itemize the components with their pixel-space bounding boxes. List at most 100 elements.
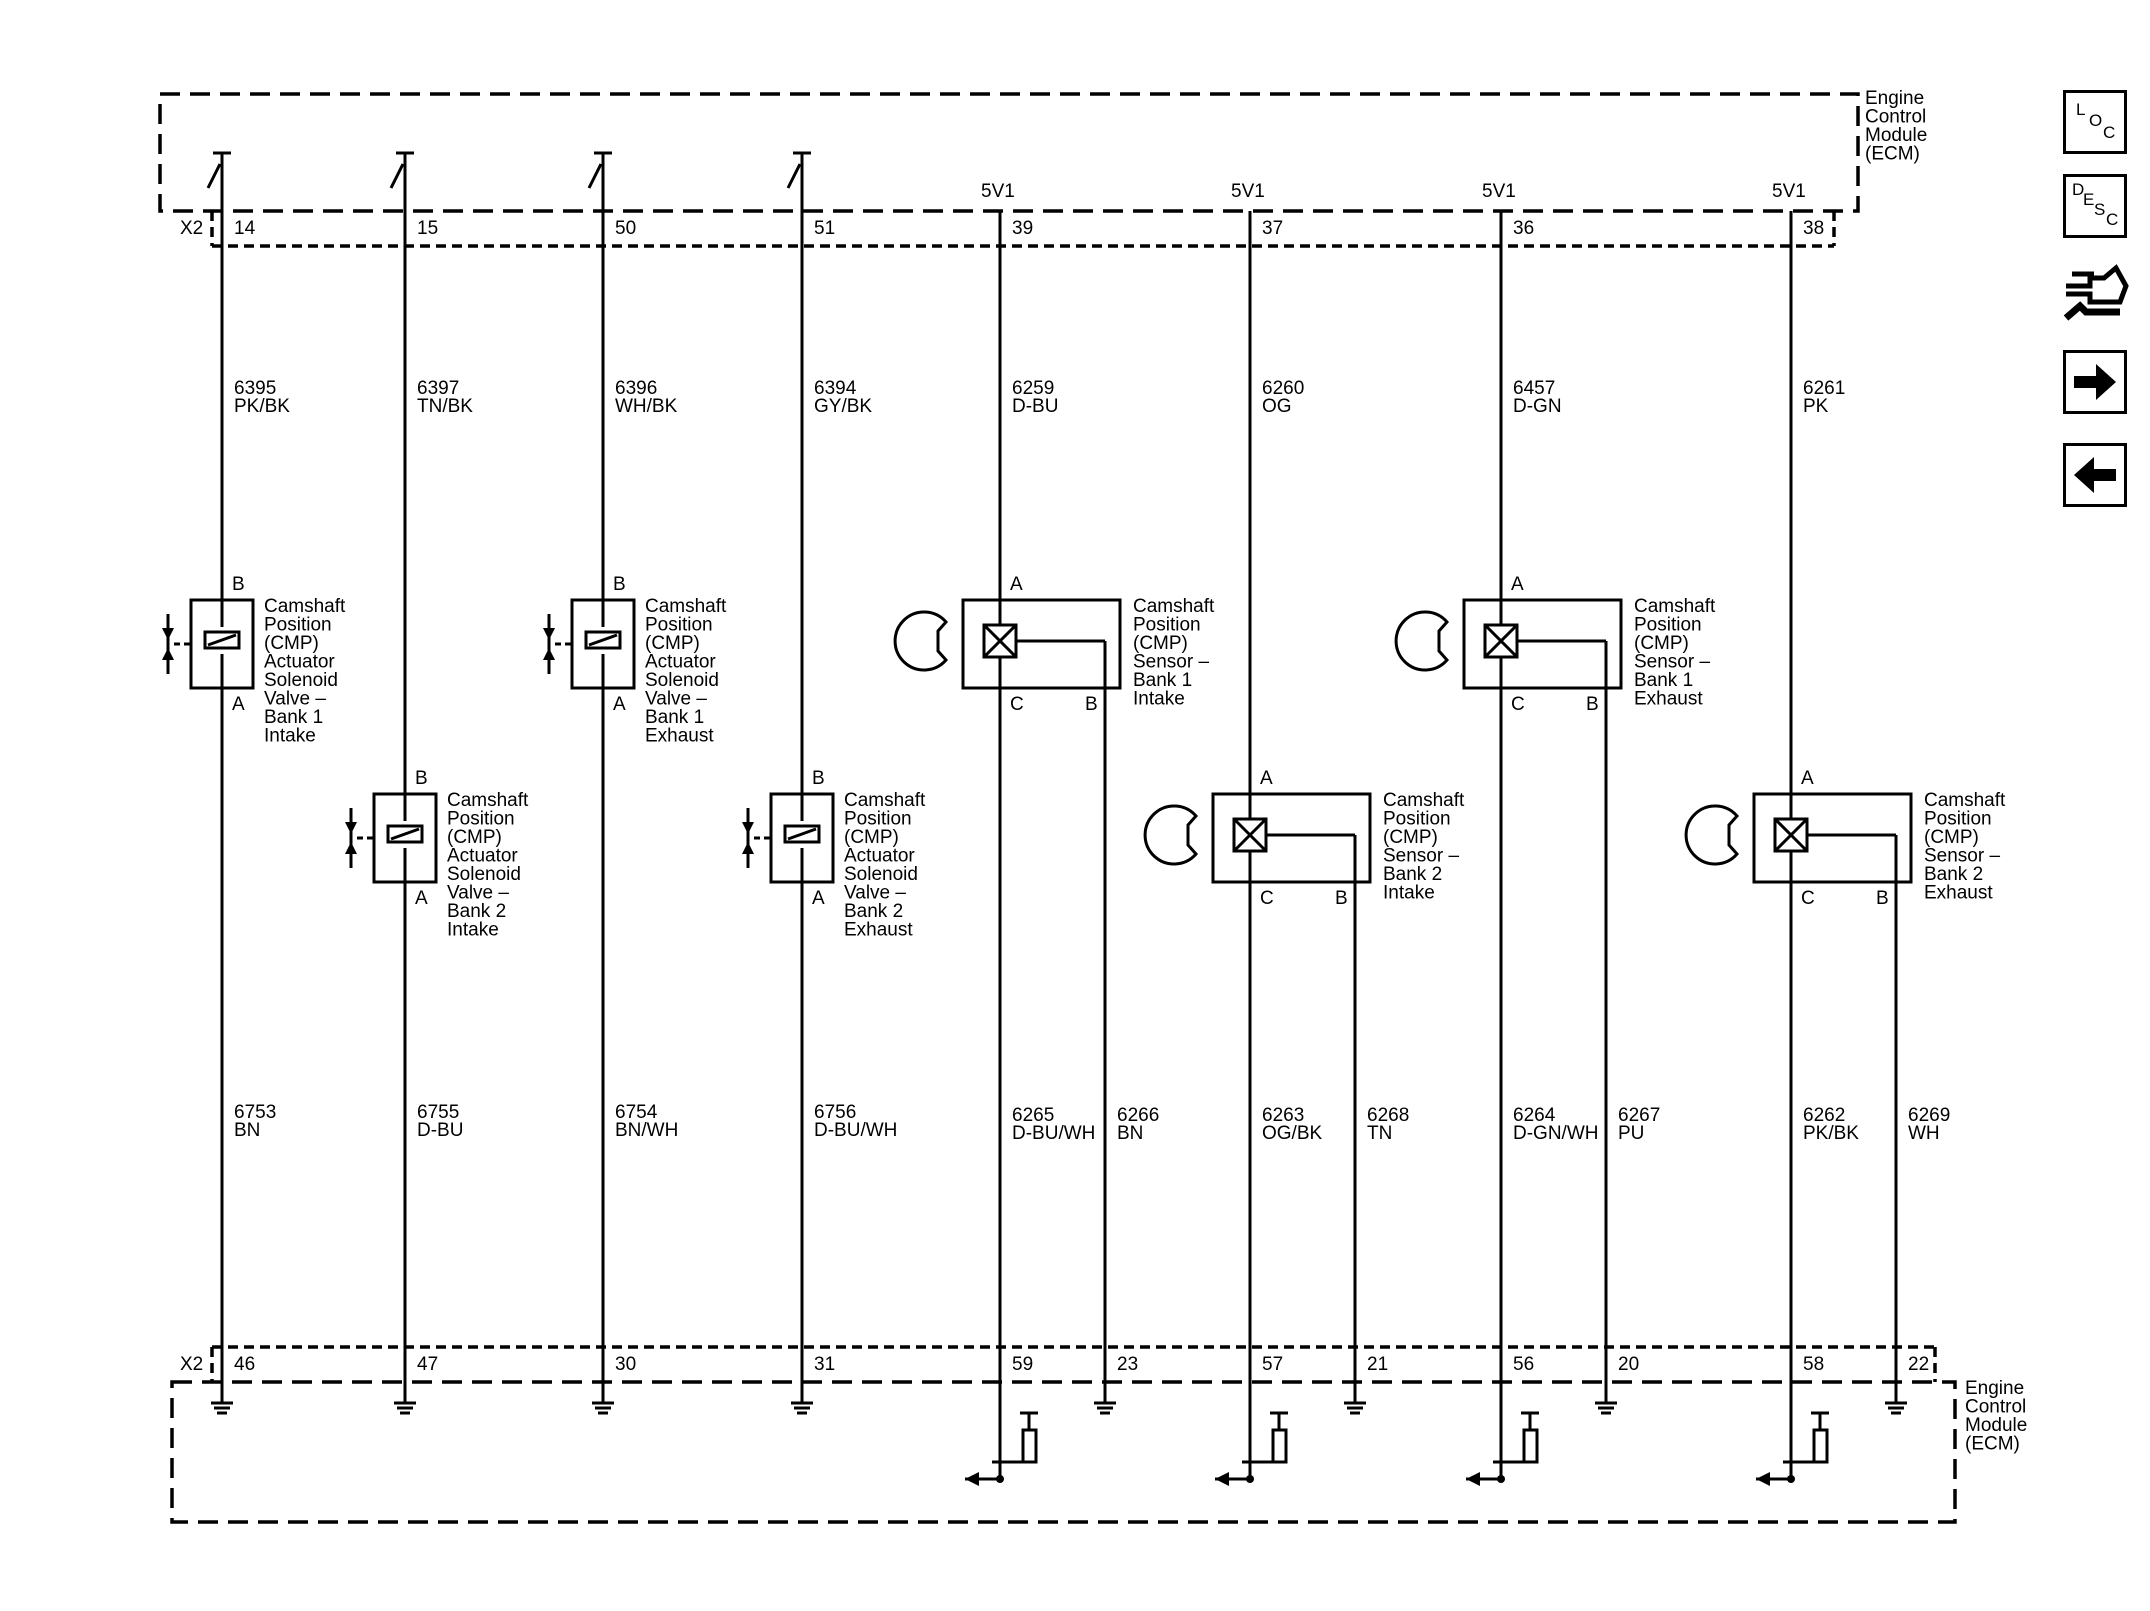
circuit-number: 6396	[615, 378, 657, 399]
component-label: (CMP)	[1383, 827, 1438, 848]
wire-color: PK/BK	[1803, 1123, 1859, 1144]
actuator-arrow-icon	[162, 614, 191, 674]
terminal-label: B	[1876, 888, 1889, 909]
terminal-label: B	[1335, 888, 1348, 909]
ecm-top-box	[158, 92, 1860, 213]
solenoid-coil-icon	[783, 824, 821, 844]
component-label: Bank 1	[264, 707, 323, 728]
desc-letter: C	[2106, 210, 2118, 229]
pin-number: 56	[1513, 1354, 1534, 1375]
wire-color: D-BU	[1012, 396, 1058, 417]
wire-color: OG	[1262, 396, 1292, 417]
pin-number: 30	[615, 1354, 636, 1375]
wire-color: PK/BK	[234, 396, 290, 417]
component-label: Position	[1634, 615, 1702, 636]
component-label: (CMP)	[1133, 633, 1188, 654]
circuit-number: 6754	[615, 1102, 658, 1123]
arrow-left-icon	[2074, 457, 2116, 493]
component-label: Bank 1	[645, 707, 704, 728]
component-label: Sensor –	[1383, 846, 1459, 867]
circuit-number: 6755	[417, 1102, 459, 1123]
ecm-bottom-box	[170, 1380, 1957, 1524]
terminal-label: B	[1085, 694, 1098, 715]
loc-button[interactable]: L O C	[2063, 90, 2127, 154]
pin-number: 57	[1262, 1354, 1283, 1375]
component-label: Solenoid	[264, 670, 338, 691]
wire-color: BN	[234, 1120, 260, 1141]
solenoid-coil-icon	[386, 824, 424, 844]
switch-icon	[786, 151, 811, 189]
circuit-number: 6260	[1262, 378, 1304, 399]
ground-icon	[394, 1391, 416, 1415]
loc-icon: L O C	[2076, 100, 2115, 142]
component-label: Camshaft	[447, 790, 529, 811]
shield-resistor	[1522, 1428, 1539, 1464]
ecm-frame	[158, 92, 1957, 1524]
component-label: Solenoid	[645, 670, 719, 691]
ground-icon	[1595, 1391, 1617, 1415]
component-label: Intake	[1133, 689, 1185, 710]
wire-color: WH/BK	[615, 396, 678, 417]
supply-label: 5V1	[981, 181, 1015, 202]
actuator-arrowhead	[162, 648, 174, 660]
component-label: Camshaft	[1634, 596, 1716, 617]
desc-button[interactable]: D E S C	[2063, 174, 2127, 238]
component-label: Valve –	[264, 689, 326, 710]
component-label: (CMP)	[1634, 633, 1689, 654]
ecm-label: Module	[1865, 125, 1927, 146]
circuit-number: 6457	[1513, 378, 1555, 399]
hall-element-x	[982, 623, 1018, 659]
component-label: (CMP)	[844, 827, 899, 848]
component-label: Camshaft	[1924, 790, 2006, 811]
wire-color: D-BU/WH	[814, 1120, 897, 1141]
switch-blade	[389, 163, 405, 189]
component-label: Sensor –	[1133, 652, 1209, 673]
component-label: Position	[844, 809, 912, 830]
next-page-button[interactable]	[2063, 350, 2127, 414]
ground-icon	[592, 1391, 614, 1415]
previous-page-button[interactable]	[2063, 443, 2127, 507]
wire-color: WH	[1908, 1123, 1940, 1144]
component-label: Bank 1	[1133, 670, 1192, 691]
actuator-arrow-icon	[742, 808, 771, 868]
switch-icon	[587, 151, 612, 189]
component-label: Position	[447, 809, 515, 830]
supply-label: 5V1	[1482, 181, 1516, 202]
pin-number: 31	[814, 1354, 835, 1375]
terminal-label: A	[232, 694, 245, 715]
component-label: Valve –	[447, 883, 509, 904]
circuit-number: 6264	[1513, 1105, 1556, 1126]
reluctor-wheel-icon	[1394, 610, 1449, 672]
ground-icon	[791, 1391, 813, 1415]
desc-letter: D	[2072, 180, 2084, 199]
signal-shield-icon	[1466, 1405, 1539, 1486]
connector-wrench-button[interactable]	[2060, 256, 2132, 332]
component-label: Sensor –	[1634, 652, 1710, 673]
terminal-label: A	[812, 888, 825, 909]
hall-element-x	[1773, 817, 1809, 853]
component-label: Camshaft	[1133, 596, 1215, 617]
component-label: Camshaft	[645, 596, 727, 617]
ecm-label: Control	[1965, 1397, 2026, 1418]
arrow-left-icon	[965, 1472, 979, 1486]
terminal-label: C	[1801, 888, 1815, 909]
wire-color: D-GN/WH	[1513, 1123, 1598, 1144]
actuator-arrowhead	[345, 842, 357, 854]
terminal-label: A	[613, 694, 626, 715]
component-label: (CMP)	[1924, 827, 1979, 848]
terminal-label: A	[1010, 574, 1023, 595]
component-label: Bank 2	[447, 901, 506, 922]
component-label: Bank 2	[844, 901, 903, 922]
shield-resistor	[1271, 1428, 1288, 1464]
ground-icon	[211, 1391, 233, 1415]
component-label: Bank 2	[1383, 864, 1442, 885]
component-label: Position	[1924, 809, 1992, 830]
reluctor-wheel-icon	[893, 610, 948, 672]
switch-icon	[389, 151, 414, 189]
component-label: (CMP)	[645, 633, 700, 654]
wire-color: BN	[1117, 1123, 1143, 1144]
wire-color: D-BU	[417, 1120, 463, 1141]
loc-letter: O	[2089, 111, 2102, 130]
component-label: Camshaft	[1383, 790, 1465, 811]
